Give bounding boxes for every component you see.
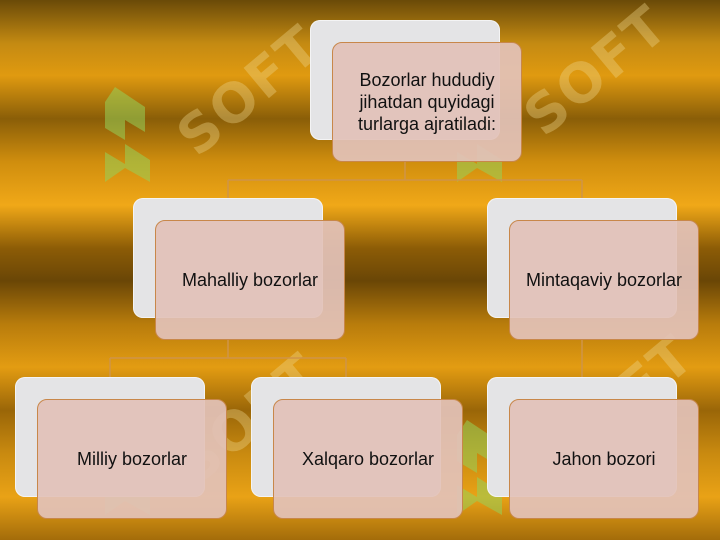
node-card: Bozorlar hududiy jihatdan quyidagi turla…	[332, 42, 522, 162]
node-label: Bozorlar hududiy jihatdan quyidagi turla…	[357, 70, 497, 134]
node-label: Milliy bozorlar	[76, 449, 188, 469]
node-label: Jahon bozori	[552, 449, 656, 469]
node-card: Jahon bozori	[509, 399, 699, 519]
node-card: Mahalliy bozorlar	[155, 220, 345, 340]
node-label: Mahalliy bozorlar	[181, 270, 319, 290]
node-card: Mintaqaviy bozorlar	[509, 220, 699, 340]
node-card: Milliy bozorlar	[37, 399, 227, 519]
node-card: Xalqaro bozorlar	[273, 399, 463, 519]
node-label: Mintaqaviy bozorlar	[525, 270, 683, 290]
node-label: Xalqaro bozorlar	[301, 449, 435, 469]
watermark-logo-icon	[95, 82, 165, 192]
